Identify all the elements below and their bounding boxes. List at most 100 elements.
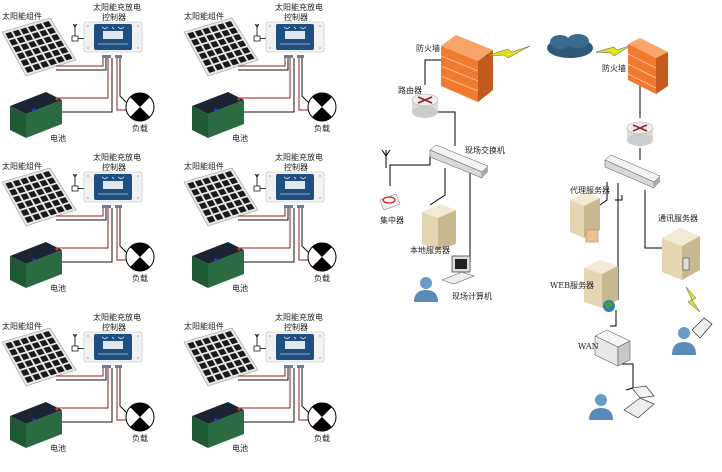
solar-cell xyxy=(229,208,239,216)
solar-cell xyxy=(12,179,22,187)
solar-cell xyxy=(51,344,61,351)
solar-cell xyxy=(237,190,247,198)
solar-panel-icon xyxy=(183,167,259,227)
switch-icon-right xyxy=(604,154,661,189)
solar-cell xyxy=(213,342,223,349)
solar-cell xyxy=(202,177,212,185)
solar-cell xyxy=(191,348,200,356)
solar-unit-graphic xyxy=(1,327,155,448)
solar-cell xyxy=(237,366,247,373)
solar-cell xyxy=(16,362,26,370)
load-lamp-icon xyxy=(125,242,155,272)
network-graphic xyxy=(379,34,713,420)
solar-cell xyxy=(214,213,224,221)
solar-cell xyxy=(206,359,216,367)
solar-cell xyxy=(198,346,208,354)
solar-cell xyxy=(222,60,232,68)
solar-cell xyxy=(32,47,42,55)
solar-cell xyxy=(20,193,30,201)
wiring xyxy=(218,208,311,263)
solar-cell xyxy=(31,342,41,349)
solar-cell xyxy=(28,206,38,214)
controller-label-line1: 太阳能充放电 xyxy=(93,153,141,162)
solar-cell xyxy=(237,350,247,358)
controller-label-line1: 太阳能充放电 xyxy=(275,153,323,162)
solar-cell xyxy=(63,53,73,61)
solar-panel-label: 太阳能组件 xyxy=(184,162,224,171)
battery-label: 电池 xyxy=(50,284,66,293)
wan-device-icon xyxy=(594,329,631,367)
load-label: 负载 xyxy=(314,124,330,133)
solar-cell xyxy=(229,352,239,360)
site-computer-label: 现场计算机 xyxy=(452,292,492,301)
solar-cell xyxy=(24,375,34,383)
solar-cell xyxy=(32,63,42,71)
controller-label-line2: 控制器 xyxy=(102,323,126,332)
solar-cell xyxy=(222,370,232,378)
solar-cell xyxy=(225,36,235,44)
solar-cell xyxy=(55,56,65,63)
web-server-label: WEB服务器 xyxy=(550,281,594,290)
solar-cell xyxy=(225,346,235,354)
comm-server-icon xyxy=(662,228,700,280)
local-server-label: 本地服务器 xyxy=(410,246,450,255)
solar-cell xyxy=(55,366,65,373)
solar-cell xyxy=(221,179,231,187)
solar-cell xyxy=(209,175,219,183)
solar-cell xyxy=(206,375,216,383)
solar-cell xyxy=(36,204,46,212)
solar-cell xyxy=(35,188,45,196)
solar-cell xyxy=(20,369,30,377)
solar-cell xyxy=(36,364,46,372)
wan-label: WAN xyxy=(578,342,599,351)
battery-icon xyxy=(192,242,244,288)
solar-cell xyxy=(222,210,232,218)
solar-panel-label: 太阳能组件 xyxy=(2,12,42,21)
solar-cell xyxy=(9,188,18,196)
solar-cell xyxy=(20,43,30,51)
solar-cell xyxy=(47,368,57,376)
charge-controller-icon xyxy=(83,171,143,208)
solar-unit-graphic xyxy=(183,167,337,288)
solar-cell xyxy=(206,34,216,42)
solar-cell xyxy=(43,51,53,59)
solar-cell xyxy=(59,357,69,364)
solar-cell xyxy=(202,27,212,35)
solar-cell xyxy=(217,333,227,340)
solar-cell xyxy=(195,355,204,363)
solar-cell xyxy=(47,42,57,50)
user-icon-bottom xyxy=(589,394,613,420)
solar-cell xyxy=(202,193,212,201)
solar-cell xyxy=(47,192,57,200)
solar-unit-5: 太阳能组件 太阳能充放电 控制器 电池 负载 xyxy=(0,310,180,460)
network-topology: 防火墙 防火墙 路由器 现场交换机 集中器 本地服务器 现场计算机 代理服务器 … xyxy=(370,0,722,472)
solar-cell xyxy=(16,52,26,60)
solar-cell xyxy=(20,337,30,345)
solar-cell xyxy=(32,213,42,221)
concentrator-icon xyxy=(379,149,401,211)
solar-cell xyxy=(233,199,243,207)
solar-cell xyxy=(28,56,38,64)
solar-cell xyxy=(229,42,239,50)
solar-cell xyxy=(198,36,208,44)
solar-cell xyxy=(20,59,30,67)
charge-controller-icon xyxy=(265,331,325,368)
load-lamp-icon xyxy=(307,242,337,272)
solar-cell xyxy=(206,215,216,223)
proxy-server-label: 代理服务器 xyxy=(570,186,610,195)
solar-cell xyxy=(187,31,197,39)
solar-cell xyxy=(213,182,223,189)
solar-cell xyxy=(233,184,243,191)
solar-cell xyxy=(202,59,212,67)
solar-cell xyxy=(214,373,224,381)
solar-cell xyxy=(229,58,239,66)
solar-cell xyxy=(43,361,53,369)
solar-cell xyxy=(202,43,212,51)
solar-cell xyxy=(28,40,38,48)
solar-cell xyxy=(35,23,45,30)
solar-cell xyxy=(206,49,216,57)
switch-icon-left xyxy=(429,144,489,179)
solar-cell xyxy=(213,32,223,39)
proxy-server-icon xyxy=(570,192,600,243)
solar-cell xyxy=(27,175,37,183)
